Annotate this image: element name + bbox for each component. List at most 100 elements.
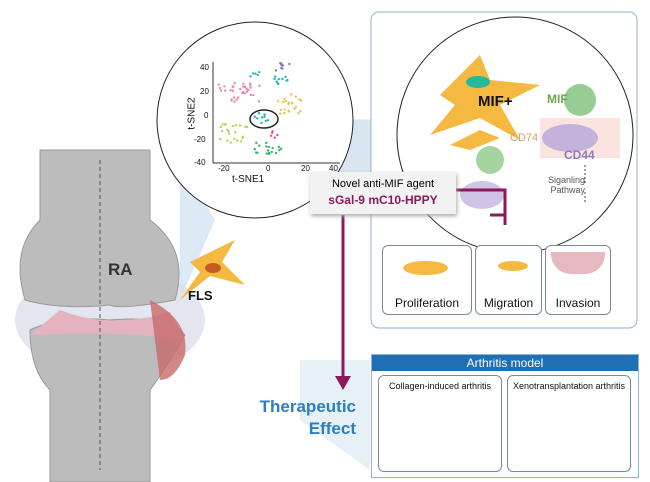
- zoom-beam-model: [300, 360, 370, 470]
- tsne-xtick: 0: [266, 164, 271, 173]
- effect-proliferation: Proliferation: [382, 245, 472, 315]
- tsne-point: [233, 100, 236, 103]
- arthritis-model-panel: Arthritis model: [371, 354, 639, 478]
- tsne-point: [280, 147, 283, 150]
- tsne-point: [280, 64, 283, 67]
- ra-label: RA: [108, 260, 133, 279]
- tsne-point: [274, 151, 278, 155]
- therapeutic-line1: Therapeutic: [259, 397, 356, 416]
- tsne-point: [284, 99, 287, 103]
- tsne-point: [219, 89, 223, 92]
- tsne-plot: [212, 62, 340, 164]
- tsne-point: [223, 89, 227, 92]
- tsne-point: [256, 73, 259, 77]
- mif-positive-cell: [430, 55, 540, 150]
- tsne-point: [241, 91, 244, 95]
- tsne-point: [285, 79, 288, 82]
- tsne-ytick: 0: [204, 111, 209, 120]
- tsne-point: [258, 70, 261, 74]
- tsne-ytick: -20: [194, 135, 206, 144]
- tsne-point: [265, 152, 269, 155]
- tsne-point: [226, 139, 229, 142]
- tsne-point: [233, 81, 236, 85]
- tsne-point: [235, 139, 239, 142]
- tsne-point: [276, 133, 279, 137]
- tsne-point: [294, 105, 298, 109]
- tsne-point: [290, 93, 293, 96]
- tsne-ytick: 20: [200, 87, 209, 96]
- cell-icon: [498, 261, 528, 271]
- agent-name: sGal-9 mC10-HPPY: [328, 193, 438, 207]
- tsne-xtick: 20: [301, 164, 310, 173]
- tsne-point: [256, 117, 259, 120]
- model-label: Collagen-induced arthritis: [388, 381, 492, 391]
- tsne-point: [283, 111, 286, 115]
- tsne-point: [258, 144, 261, 147]
- tsne-point: [229, 141, 233, 144]
- tsne-point: [239, 87, 242, 91]
- zoom-beam-joint: [180, 160, 215, 300]
- tsne-point: [266, 119, 270, 122]
- tsne-xlabel: t-SNE1: [232, 174, 265, 185]
- tsne-point: [236, 96, 240, 99]
- tsne-point: [234, 123, 238, 127]
- tsne-point: [263, 115, 266, 119]
- tsne-point: [294, 95, 298, 98]
- tsne-ylabel: t-SNE2: [186, 97, 198, 130]
- tsne-point: [267, 145, 270, 149]
- tsne-point: [257, 112, 261, 115]
- tsne-point: [249, 86, 252, 89]
- tsne-point: [229, 89, 232, 92]
- signaling-pathway-label: Siganling Pathway: [547, 175, 585, 195]
- tsne-point: [257, 100, 261, 103]
- tsne-point: [219, 137, 222, 141]
- tsne-point: [297, 112, 300, 115]
- tsne-point: [252, 93, 255, 97]
- tsne-point: [277, 145, 281, 149]
- cd44-label: CD44: [564, 148, 595, 162]
- tsne-point: [293, 107, 296, 110]
- tsne-point: [277, 82, 280, 86]
- tsne-xtick: 40: [329, 164, 338, 173]
- cd74-label: CD74: [510, 132, 539, 144]
- effect-invasion: Invasion: [545, 245, 611, 315]
- tsne-point: [249, 75, 252, 78]
- tsne-point: [227, 132, 231, 135]
- model-xeno: Xenotransplantation arthritis: [507, 375, 631, 472]
- tsne-circle: [156, 21, 354, 219]
- tsne-point: [245, 90, 249, 93]
- tsne-point: [221, 123, 224, 126]
- tsne-point: [242, 82, 245, 86]
- tsne-point: [287, 110, 291, 113]
- therapeutic-line2: Effect: [308, 419, 356, 438]
- tsne-ytick: 40: [200, 63, 209, 72]
- tsne-point: [223, 85, 226, 88]
- tsne-point: [251, 72, 255, 75]
- tsne-point: [278, 148, 281, 152]
- tsne-point: [279, 108, 283, 112]
- tsne-point: [220, 129, 224, 133]
- effect-label: Migration: [483, 296, 534, 310]
- tsne-point: [276, 99, 280, 103]
- therapy-arrowhead: [335, 376, 351, 390]
- tsne-point: [260, 116, 264, 119]
- tsne-point: [235, 98, 238, 101]
- tsne-point: [283, 97, 286, 100]
- cd44-protein-icon: [542, 124, 598, 152]
- tsne-point: [217, 83, 220, 86]
- tsne-point: [230, 99, 233, 102]
- tsne-point: [233, 137, 236, 140]
- tsne-point: [256, 151, 259, 154]
- tsne-point: [245, 87, 248, 90]
- knee-joint: [15, 149, 205, 482]
- tsne-point: [298, 98, 301, 101]
- tsne-point: [280, 62, 283, 65]
- tsne-point: [281, 100, 285, 104]
- tsne-point: [242, 85, 246, 88]
- tsne-point: [277, 77, 281, 81]
- effect-migration: Migration: [475, 245, 542, 315]
- tsne-point: [231, 124, 235, 128]
- tsne-point: [274, 69, 278, 72]
- tsne-point: [264, 119, 268, 123]
- tsne-point: [258, 84, 261, 87]
